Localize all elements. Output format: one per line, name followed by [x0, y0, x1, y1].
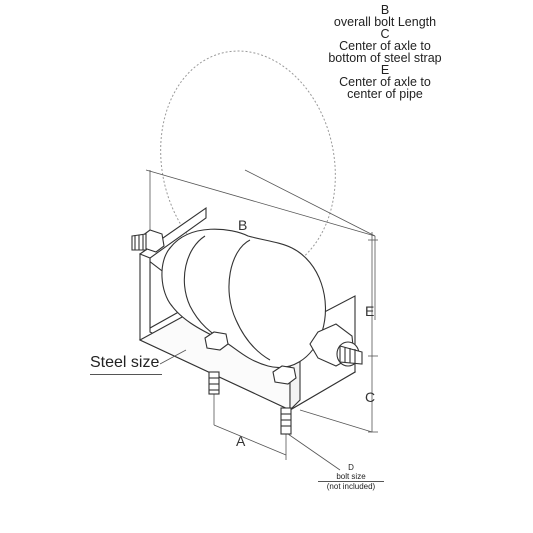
legend-e-letter: E	[380, 63, 390, 77]
dimension-b	[145, 169, 376, 320]
bolt-nuts	[204, 331, 297, 385]
steel-size-text: Steel size	[90, 354, 160, 371]
dimension-e	[368, 239, 378, 432]
bolt-studs	[208, 371, 292, 435]
leader-lines	[159, 349, 341, 471]
dimension-a-label: A	[236, 433, 246, 449]
bolt-size-note: D bolt size (not included)	[318, 463, 384, 491]
legend-b-text: overall bolt Length	[333, 15, 437, 29]
legend-b-letter: B	[380, 3, 390, 17]
steel-size-label: Steel size	[90, 354, 159, 372]
bolt-d-letter: D	[348, 463, 354, 472]
roller	[161, 228, 326, 368]
legend-c-text-1: Center of axle to	[339, 39, 431, 53]
not-included-text: (not included)	[318, 481, 384, 491]
dimension-a	[213, 392, 287, 460]
dimension-e-label: E	[365, 303, 374, 319]
dimension-c	[299, 409, 378, 433]
steel-size-underline	[90, 374, 162, 375]
legend-e-text-2: center of pipe	[347, 87, 423, 101]
dimension-legend: B overall bolt Length C Center of axle t…	[300, 3, 470, 101]
axle-nut-right	[309, 323, 363, 367]
dimension-b-label: B	[238, 217, 247, 233]
bolt-size-text: bolt size	[336, 472, 366, 481]
dimension-c-label: C	[365, 389, 375, 405]
legend-c-text-2: bottom of steel strap	[328, 51, 442, 65]
legend-c-letter: C	[380, 27, 390, 41]
legend-e-text-1: Center of axle to	[339, 75, 431, 89]
axle-bolt-left	[131, 229, 165, 253]
